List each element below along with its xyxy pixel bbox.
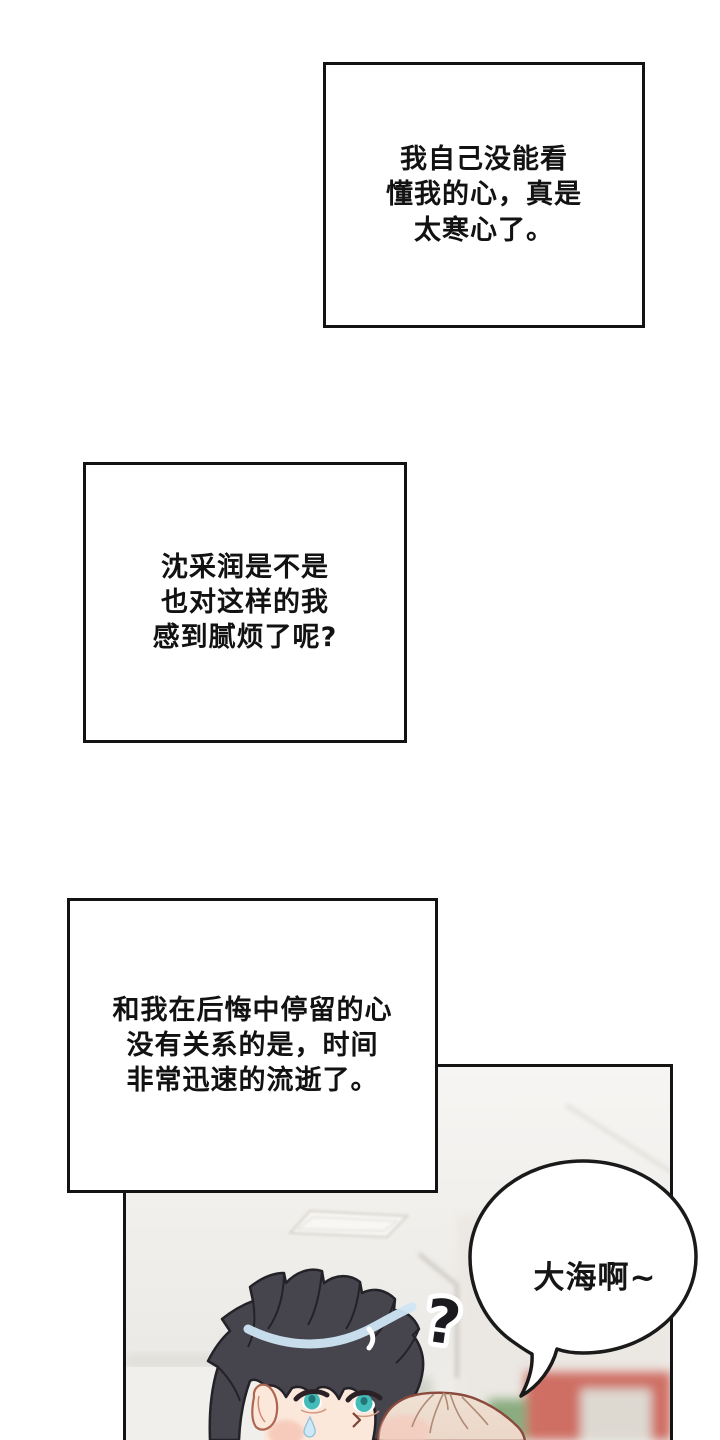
narration-box-1: 我自己没能看 懂我的心，真是 太寒心了。 [323,62,645,328]
speech-bubble-text: 大海啊~ [534,1260,657,1296]
narration-line: 感到腻烦了呢? [152,622,338,654]
machine-label [581,1389,651,1440]
narration-line: 和我在后悔中停留的心 [112,994,393,1026]
narration-line: 我自己没能看 [400,144,568,176]
neck-blush [268,1420,304,1440]
eyes [293,1389,383,1418]
white-tick-mark [366,1326,376,1351]
beige-hair-detail [378,1392,489,1440]
ceiling-light [287,1209,410,1239]
narration-line: 也对这样的我 [161,586,329,618]
narration-box-2: 沈采润是不是 也对这样的我 感到腻烦了呢? [83,462,407,743]
sweat-drop [303,1415,316,1438]
narration-line: 太寒心了。 [414,214,554,246]
narration-line: 没有关系的是，时间 [126,1029,379,1061]
speech-bubble-shape [468,1159,698,1398]
ear [251,1383,279,1431]
character-beige-hair [376,1391,527,1440]
narration-line: 非常迅速的流逝了。 [126,1065,379,1097]
ceiling-edge-line [564,1103,670,1174]
narration-line: 沈采润是不是 [161,551,329,583]
narration-box-3: 和我在后悔中停留的心 没有关系的是，时间 非常迅速的流逝了。 [67,898,438,1193]
hair-highlight [243,1302,417,1349]
hair-strands [217,1270,420,1402]
speech-bubble: 大海啊~ [468,1159,698,1398]
narration-line: 懂我的心，真是 [386,179,582,211]
character-black-hair [206,1268,425,1440]
wall-corner-lines [417,1252,459,1378]
nose-mark [352,1412,362,1428]
